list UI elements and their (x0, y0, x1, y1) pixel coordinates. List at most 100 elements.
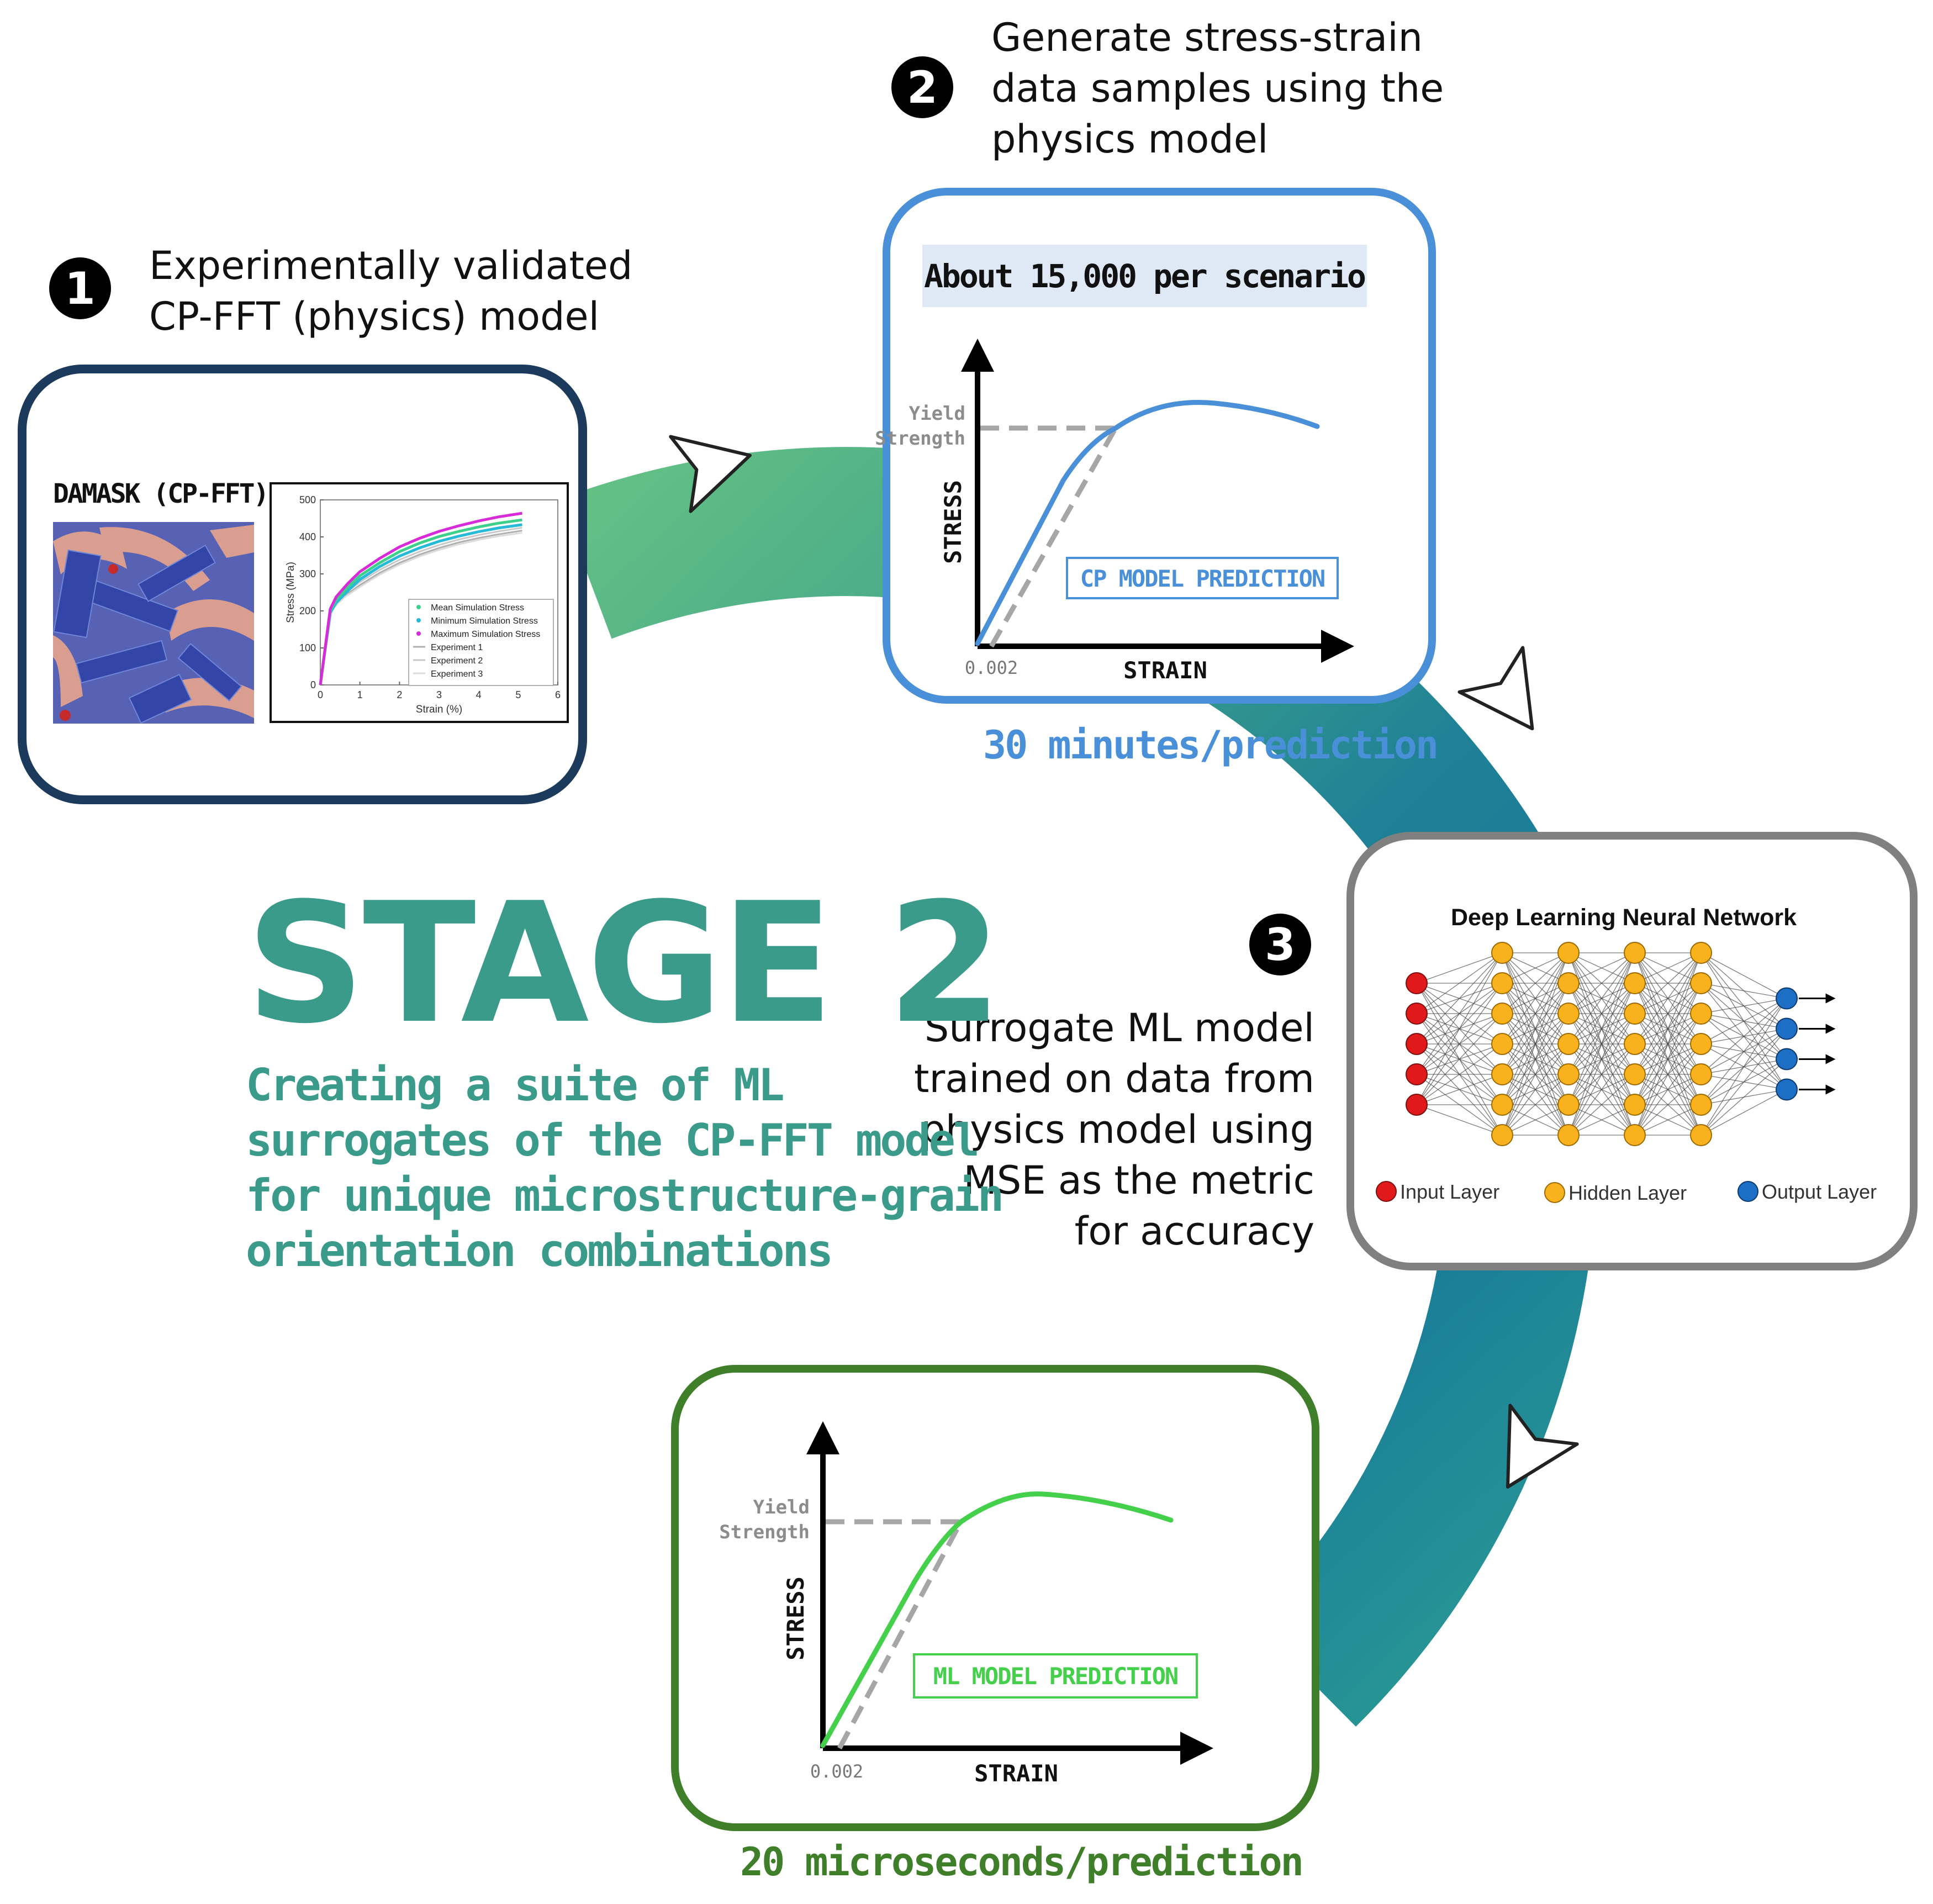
hidden-node (1491, 972, 1513, 994)
series-line (319, 523, 522, 685)
step-2-description: Generate stress-strain data samples usin… (991, 12, 1444, 165)
ml-prediction-label-box (913, 1653, 1198, 1699)
hidden-node (1624, 1033, 1646, 1055)
hidden-node (1690, 1003, 1712, 1025)
stage-subtitle-line: Creating a suite of ML (246, 1059, 785, 1111)
hidden-node (1690, 1094, 1712, 1116)
hidden-node (1690, 972, 1712, 994)
header-band (922, 245, 1367, 307)
card-ml-prediction (671, 1365, 1319, 1831)
hidden-node (1690, 1033, 1712, 1055)
output-node (1776, 1078, 1798, 1101)
step-1-badge (49, 257, 111, 319)
input-node (1406, 972, 1428, 994)
offset-label: 0.002 (965, 657, 1018, 678)
hidden-layer-legend-dot (1544, 1182, 1565, 1203)
legend-marker (416, 605, 421, 609)
legend-entry: Experiment 1 (431, 643, 483, 652)
step-2-line: Generate stress-strain (991, 15, 1423, 60)
yield-label-line1: Yield (753, 1496, 810, 1518)
ml-prediction-label: ML MODEL PREDICTION (933, 1663, 1177, 1690)
microstructure-map (53, 522, 254, 724)
scenario-count-header: About 15,000 per scenario (924, 257, 1365, 295)
hidden-node (1624, 942, 1646, 964)
offset-dashed-line (837, 1520, 963, 1750)
hidden-node (1557, 942, 1580, 964)
ml-prediction-curve (820, 1491, 1174, 1748)
step-2-line: physics model (991, 117, 1269, 162)
chevron-icon (1506, 1404, 1579, 1489)
legend-entry: Maximum Simulation Stress (431, 630, 540, 639)
neural-network-graph (1406, 942, 1836, 1146)
stage-subtitle: Creating a suite of ML surrogates of the… (246, 1058, 1004, 1279)
step-3-line: Surrogate ML model (924, 1005, 1314, 1051)
legend-entry: Experiment 3 (431, 669, 483, 679)
x-tick-label: 5 (515, 689, 521, 700)
stage-subtitle-line: surrogates of the CP-FFT model (246, 1115, 980, 1166)
cp-prediction-label: CP MODEL PREDICTION (1080, 565, 1324, 592)
x-tick-label: 2 (397, 689, 402, 700)
output-layer-legend-dot (1737, 1181, 1758, 1202)
yield-label-line2: Strength (875, 428, 965, 450)
hidden-node (1690, 942, 1712, 964)
chevron-icon (669, 435, 752, 513)
hidden-node (1690, 1063, 1712, 1085)
step-1-description: Experimentally validated CP-FFT (physics… (149, 240, 632, 342)
x-tick-label: 1 (357, 689, 363, 700)
y-tick-label: 300 (299, 568, 316, 579)
y-axis-label: Stress (MPa) (285, 562, 297, 623)
yield-label-line2: Strength (719, 1521, 810, 1543)
x-tick-label: 6 (555, 689, 561, 700)
x-tick-label: 4 (476, 689, 482, 700)
stress-axis-label: STRESS (782, 1576, 809, 1660)
hidden-node (1491, 1063, 1513, 1085)
y-tick-label: 400 (299, 531, 316, 542)
cp-speed-caption: 30 minutes/prediction (983, 722, 1439, 768)
series-line (319, 511, 522, 685)
legend-marker (416, 631, 421, 636)
hidden-node (1624, 1094, 1646, 1116)
step-2-line: data samples using the (991, 66, 1444, 111)
input-node (1406, 1033, 1428, 1055)
output-node (1776, 1048, 1798, 1070)
yield-label-line1: Yield (909, 403, 965, 425)
input-node (1406, 1063, 1428, 1085)
x-tick-label: 3 (436, 689, 442, 700)
hidden-node (1557, 972, 1580, 994)
hidden-node (1624, 1003, 1646, 1025)
output-node (1776, 1017, 1798, 1040)
series-line (319, 532, 522, 685)
cp-stress-strain-chart (961, 339, 1354, 663)
offset-label: 0.002 (810, 1761, 863, 1782)
output-node (1776, 987, 1798, 1010)
x-tick-label: 0 (318, 689, 323, 700)
cp-prediction-label-box (1066, 557, 1339, 599)
input-node (1406, 1003, 1428, 1025)
step-3-line: for accuracy (1074, 1209, 1314, 1254)
y-tick-label: 500 (299, 494, 316, 505)
hidden-node (1690, 1124, 1712, 1146)
hidden-node (1624, 1124, 1646, 1146)
y-tick-label: 200 (299, 605, 316, 616)
stage-subtitle-line: for unique microstructure-grain (246, 1170, 1004, 1221)
step-3-line: physics model using (921, 1107, 1314, 1152)
step-3-description: Surrogate ML model trained on data from … (911, 1003, 1314, 1257)
stress-axis-label: STRESS (939, 480, 966, 564)
chevron-icon (1457, 646, 1534, 731)
nn-edges (1416, 952, 1787, 1136)
step-2-number: 2 (907, 62, 938, 113)
step-3-badge (1249, 914, 1311, 975)
strain-axis-label: STRAIN (974, 1760, 1058, 1787)
offset-dashed-line (989, 426, 1118, 648)
stage-subtitle-line: orientation combinations (246, 1225, 833, 1277)
input-node (1406, 1094, 1428, 1116)
y-tick-label: 100 (299, 642, 316, 653)
x-axis-label: Strain (%) (416, 704, 462, 715)
hidden-node (1491, 1033, 1513, 1055)
hidden-node (1557, 1003, 1580, 1025)
hidden-node (1624, 1063, 1646, 1085)
hidden-node (1557, 1094, 1580, 1116)
